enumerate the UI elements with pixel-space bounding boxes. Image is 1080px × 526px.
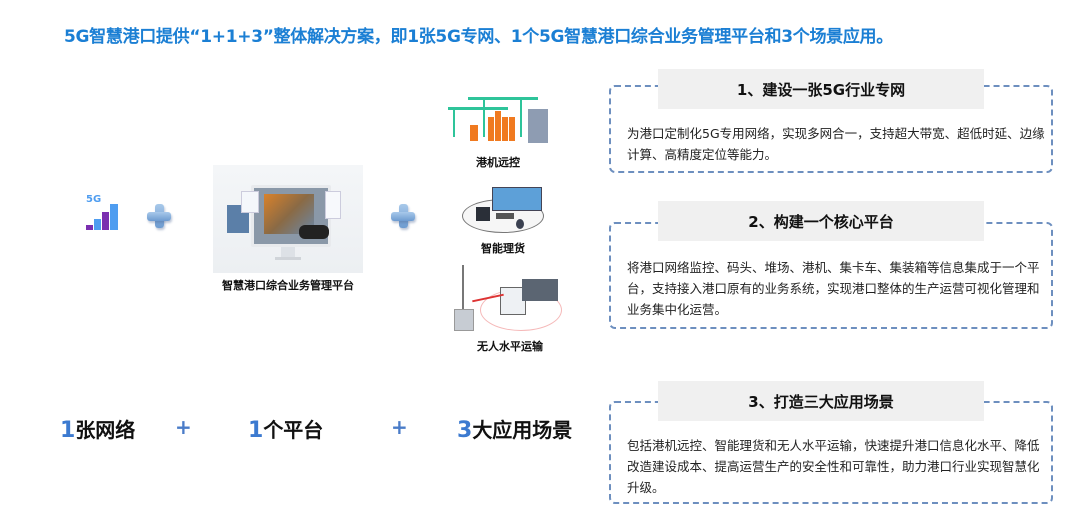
autonomous-truck-icon [450, 265, 565, 333]
scenario-caption: 智能理货 [481, 242, 525, 255]
card-body: 将港口网络监控、码头、堆场、港机、集卡车、集装箱等信息集成于一个平台，支持接入港… [627, 260, 1040, 317]
summary-text: 大应用场景 [472, 418, 573, 442]
summary-plus: + [391, 415, 408, 439]
page-title: 5G智慧港口提供“1+1+3”整体解决方案，即1张5G专网、1个5G智慧港口综合… [64, 27, 893, 47]
plus-icon [146, 203, 172, 229]
card-heading: 1、建设一张5G行业专网 [658, 69, 984, 109]
card-heading: 3、打造三大应用场景 [658, 381, 984, 421]
card-heading: 2、构建一个核心平台 [658, 201, 984, 241]
summary-number: 1 [248, 418, 264, 443]
summary-number: 3 [457, 418, 473, 443]
summary-text: 个平台 [263, 418, 324, 442]
scenario-caption: 港机远控 [476, 156, 520, 169]
summary-text: 张网络 [75, 418, 136, 442]
scenario-caption: 无人水平运输 [477, 340, 543, 353]
platform-screen-image [213, 165, 363, 273]
card-body: 包括港机远控、智能理货和无人水平运输，快速提升港口信息化水平、降低改造建设成本、… [627, 438, 1040, 495]
5g-label: 5G [86, 194, 102, 205]
platform-caption: 智慧港口综合业务管理平台 [222, 279, 354, 292]
card-body: 为港口定制化5G专用网络，实现多网合一，支持超大带宽、超低时延、边缘计算、高精度… [627, 126, 1045, 162]
5g-signal-icon: 5G [86, 194, 122, 230]
summary-platform: 1个平台 [248, 414, 323, 443]
summary-plus: + [175, 415, 192, 439]
plus-icon [390, 203, 416, 229]
summary-scenarios: 3大应用场景 [457, 414, 572, 443]
crane-icon [448, 97, 548, 151]
summary-number: 1 [60, 418, 76, 443]
tally-station-icon [462, 185, 544, 235]
summary-network: 1张网络 [60, 414, 135, 443]
